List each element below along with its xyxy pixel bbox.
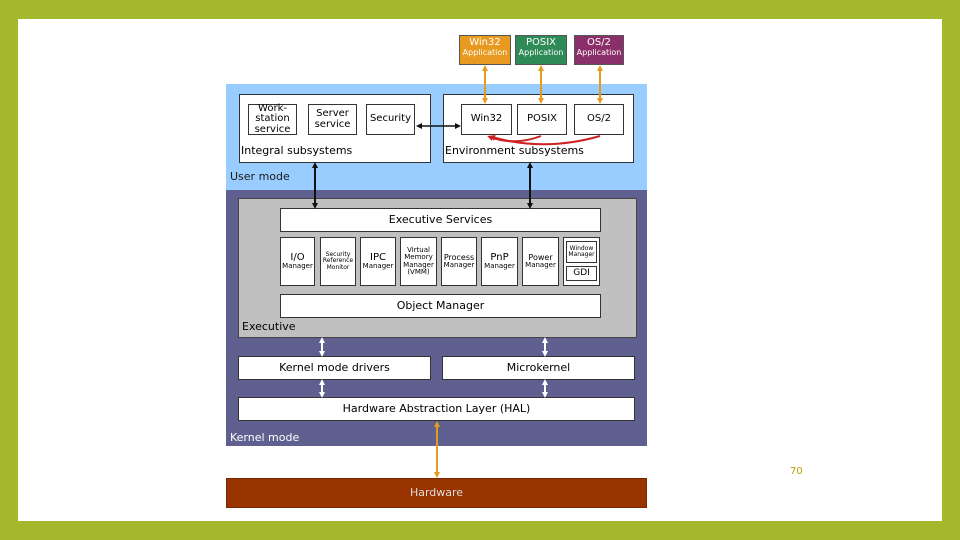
vmm-line3: Manager — [403, 260, 434, 269]
process-title: Process — [443, 252, 475, 262]
window-manager-gdi-box: Window Manager GDI — [563, 237, 600, 286]
object-manager-label: Object Manager — [396, 299, 485, 313]
gdi-box: GDI — [566, 266, 597, 281]
io-title: I/O — [290, 251, 305, 263]
integral-subsystems-label: Integral subsystems — [241, 144, 353, 157]
env-os2-box: OS/2 — [574, 104, 624, 135]
process-sub: Manager — [443, 261, 475, 270]
security-box: Security — [366, 104, 415, 135]
posix-application-box: POSIX Application — [515, 35, 567, 65]
workstation-line2: station — [255, 113, 290, 125]
ipc-sub: Manager — [362, 262, 394, 271]
microkernel-label: Microkernel — [506, 361, 571, 375]
posix-app-sub: Application — [518, 47, 564, 57]
env-win32-box: Win32 — [461, 104, 512, 135]
hardware-label: Hardware — [409, 486, 464, 500]
win32-app-title: Win32 — [469, 37, 501, 48]
kernel-mode-label: Kernel mode — [230, 431, 300, 444]
win32-application-box: Win32 Application — [459, 35, 511, 65]
workstation-line1: Work- — [258, 102, 287, 114]
security-reference-monitor-box: Security Reference Monitor — [320, 237, 356, 286]
vmm-box: Virtual Memory Manager (VMM) — [400, 237, 437, 286]
vmm-line4: (VMM) — [407, 267, 430, 276]
object-manager-box: Object Manager — [280, 294, 601, 318]
server-line2: service — [314, 118, 351, 130]
workstation-service-box: Work- station service — [248, 102, 297, 135]
security-label: Security — [369, 113, 412, 125]
env-os2-label: OS/2 — [587, 113, 611, 125]
page-number: 70 — [790, 466, 803, 477]
power-sub: Manager — [525, 261, 556, 270]
executive-services-label: Executive Services — [388, 213, 493, 227]
pnp-sub: Manager — [484, 262, 515, 271]
window-manager-box: Window Manager — [566, 241, 597, 263]
hal-box: Hardware Abstraction Layer (HAL) — [238, 397, 635, 421]
env-posix-box: POSIX — [517, 104, 567, 135]
hal-label: Hardware Abstraction Layer (HAL) — [342, 402, 531, 416]
io-manager-box: I/O Manager — [280, 237, 315, 286]
server-service-box: Server service — [308, 104, 357, 135]
vmm-line2: Memory — [404, 253, 433, 262]
srm-line1: Security — [325, 251, 351, 259]
environment-subsystems-label: Environment subsystems — [445, 144, 584, 157]
workstation-line3: service — [254, 123, 291, 135]
microkernel-box: Microkernel — [442, 356, 635, 380]
window-line1: Window — [569, 244, 594, 252]
vmm-line1: Virtual — [407, 245, 430, 254]
srm-line2: Reference — [322, 257, 354, 265]
env-win32-label: Win32 — [470, 113, 503, 125]
posix-app-title: POSIX — [525, 37, 557, 48]
user-mode-label: User mode — [230, 170, 290, 183]
win32-app-sub: Application — [462, 47, 508, 57]
ipc-title: IPC — [370, 251, 386, 263]
os2-application-box: OS/2 Application — [574, 35, 624, 65]
kernel-mode-drivers-box: Kernel mode drivers — [238, 356, 431, 380]
os2-app-title: OS/2 — [587, 37, 611, 48]
server-line1: Server — [316, 108, 349, 119]
power-title: Power — [528, 252, 553, 262]
power-manager-box: Power Manager — [522, 237, 559, 286]
env-posix-label: POSIX — [526, 113, 558, 125]
hardware-bar: Hardware — [226, 478, 647, 508]
pnp-manager-box: PnP Manager — [481, 237, 518, 286]
window-line2: Manager — [568, 251, 595, 258]
executive-services-box: Executive Services — [280, 208, 601, 232]
os2-app-sub: Application — [576, 47, 622, 57]
kernel-mode-drivers-label: Kernel mode drivers — [279, 361, 390, 375]
process-manager-box: Process Manager — [441, 237, 477, 286]
pnp-title: PnP — [490, 251, 509, 263]
ipc-manager-box: IPC Manager — [360, 237, 396, 286]
executive-label: Executive — [242, 320, 296, 333]
io-sub: Manager — [282, 262, 313, 271]
srm-line3: Monitor — [326, 263, 350, 271]
gdi-label: GDI — [573, 267, 590, 278]
